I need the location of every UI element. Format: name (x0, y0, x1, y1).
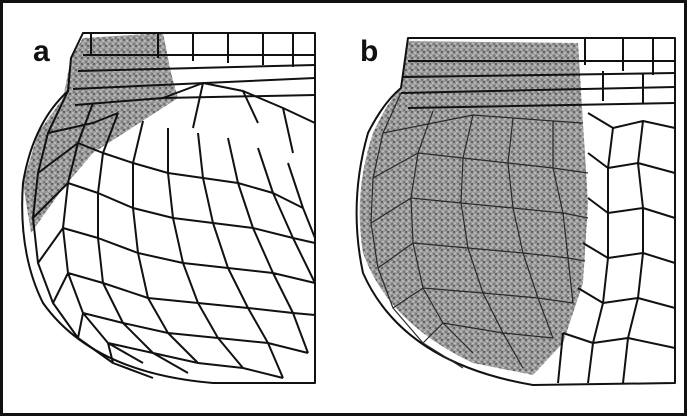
wing-diagram (3, 3, 687, 419)
wing-a (22, 33, 315, 383)
wing-b (357, 38, 675, 385)
wing-a-shading (23, 33, 178, 233)
